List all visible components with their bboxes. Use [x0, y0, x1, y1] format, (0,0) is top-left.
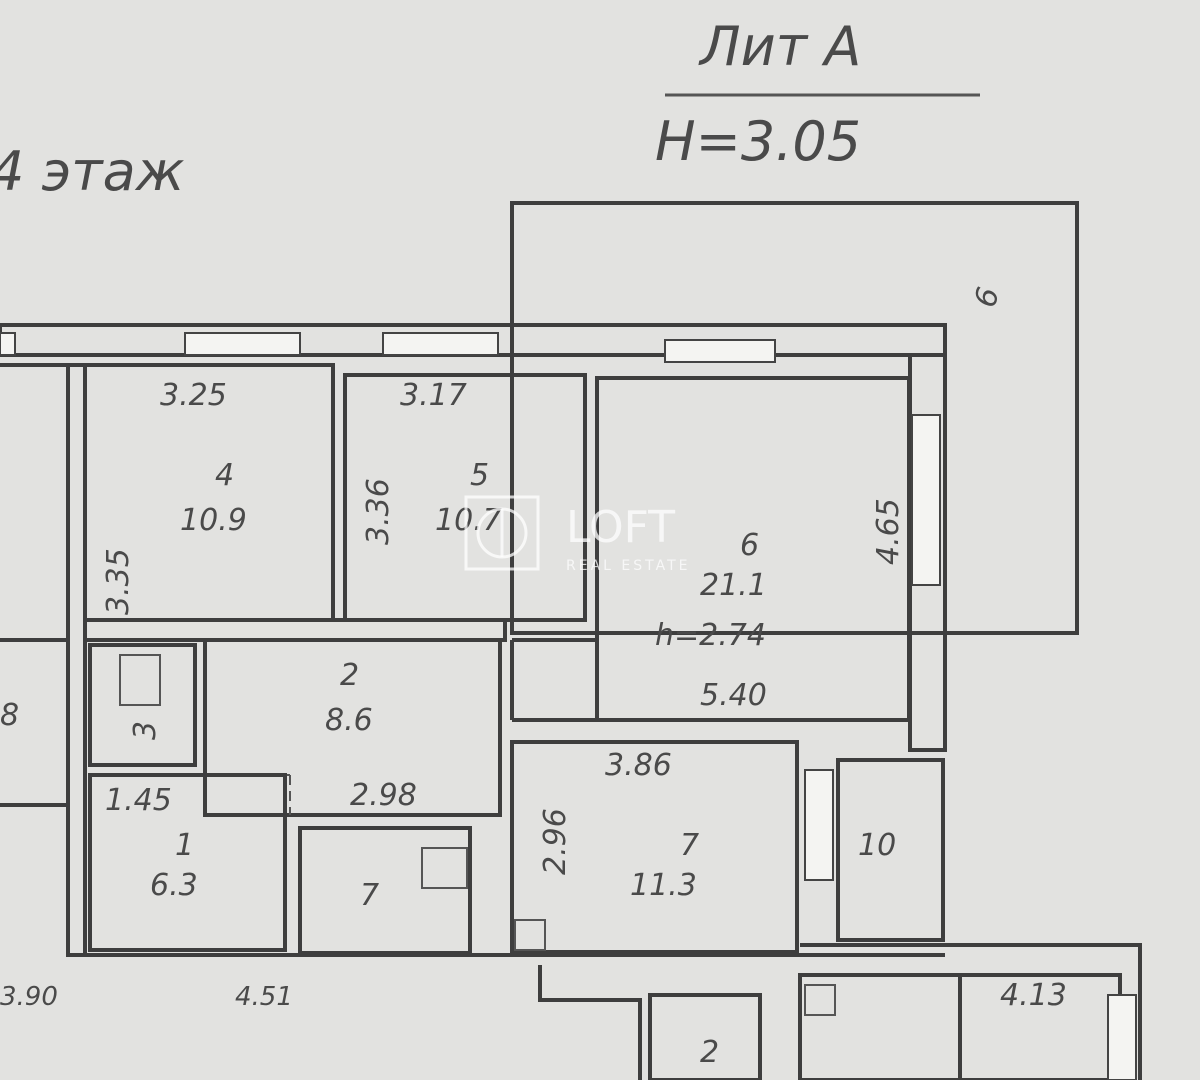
- walls: [0, 323, 1142, 1080]
- room-2-area: 8.6: [325, 703, 373, 738]
- watermark-brand: LOFT: [566, 502, 675, 553]
- watermark-logo-icon: [464, 495, 540, 571]
- room-6-area: 21.1: [700, 568, 767, 603]
- room-1-dim: 1.45: [105, 783, 172, 818]
- room-7-number: 7: [680, 828, 699, 863]
- room-4-area: 10.9: [180, 503, 247, 538]
- room-3-number: 3: [128, 721, 163, 740]
- room-4-dim-side: 3.35: [101, 548, 136, 615]
- room-3-outline: [88, 643, 197, 767]
- room-5-number: 5: [470, 458, 489, 493]
- height-label: Н=3.05: [655, 110, 861, 173]
- room-6-dim-bottom: 5.40: [700, 678, 767, 713]
- room-4-number: 4: [215, 458, 234, 493]
- fixtures: [119, 654, 836, 1016]
- room-4-dim-top: 3.25: [160, 378, 227, 413]
- room-8-number: 7: [360, 878, 379, 913]
- floor-label: 4 этаж: [0, 140, 185, 203]
- neighbor-dim-b: 4.51: [235, 982, 293, 1012]
- room-labels: 3.25 4 10.9 3.35 3.17 5 10.7 3.36 6 21.1…: [0, 283, 1067, 1070]
- neighbor-right-dim: 4.13: [1000, 978, 1067, 1013]
- room-2-outline: [203, 638, 502, 817]
- room-1-outline: [88, 773, 287, 952]
- vent-icon-2: [804, 984, 836, 1016]
- litera-label: Лит А: [698, 15, 861, 78]
- toilet-icon-2: [421, 847, 468, 889]
- room-5-area: 10.7: [435, 503, 502, 538]
- vent-icon: [514, 919, 546, 951]
- room-10-number: 10: [858, 828, 896, 863]
- room-5-dim-side: 3.36: [361, 478, 396, 545]
- watermark-tagline: REAL ESTATE: [566, 558, 691, 574]
- room-7-dim-side: 2.96: [538, 808, 573, 875]
- room-8-outline: [298, 826, 472, 955]
- room-5-dim-top: 3.17: [400, 378, 467, 413]
- room-6-height: h=2.74: [655, 618, 766, 653]
- neighbor-dim-a: 3.90: [0, 982, 58, 1012]
- room-1-number: 1: [175, 828, 194, 863]
- toilet-icon: [119, 654, 161, 706]
- room-7-dim-top: 3.86: [605, 748, 672, 783]
- room-1-area: 6.3: [150, 868, 198, 903]
- room-9-number: 9: [965, 283, 1004, 311]
- room-2-dim: 2.98: [350, 778, 417, 813]
- neighbor-bottom-room: 2: [700, 1035, 719, 1070]
- room-6-dim-side: 4.65: [871, 498, 906, 565]
- room-10-outline: [836, 758, 945, 942]
- neighbor-left-a: 8: [0, 698, 19, 733]
- header: Лит А Н=3.05 4 этаж: [0, 15, 980, 203]
- room-7-area: 11.3: [630, 868, 697, 903]
- room-6-number: 6: [740, 528, 759, 563]
- room-2-number: 2: [340, 658, 359, 693]
- windows: [0, 332, 1137, 1080]
- watermark: LOFT REAL ESTATE: [464, 495, 691, 574]
- room-7-outline: [510, 740, 799, 954]
- room-9-outline: [510, 201, 1079, 635]
